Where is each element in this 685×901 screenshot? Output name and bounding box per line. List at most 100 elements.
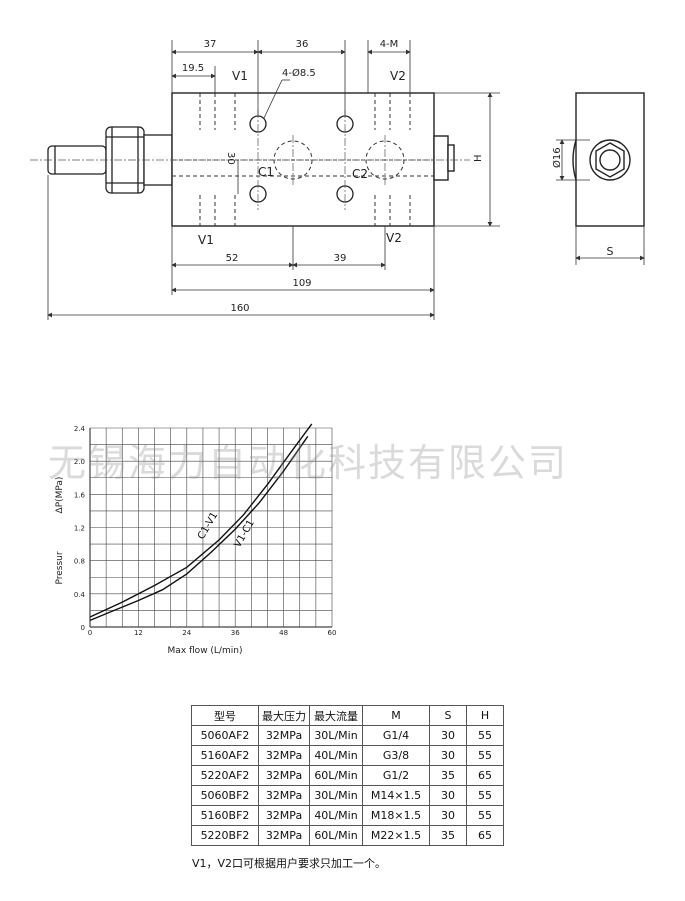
table-cell: 5160BF2 <box>191 805 259 826</box>
chart-grid <box>89 427 333 628</box>
table-cell: 35 <box>429 825 467 846</box>
x-axis-label: Max flow (L/min) <box>168 646 243 656</box>
table-cell: 30 <box>429 805 467 826</box>
x-tick-label: 12 <box>134 629 143 637</box>
col-flow: 最大流量 <box>309 705 363 726</box>
col-m: M <box>362 705 430 726</box>
y-tick-label: 2.4 <box>74 425 86 433</box>
table-cell: 55 <box>466 745 504 766</box>
dim-hole: 4-Ø8.5 <box>282 67 316 79</box>
table-cell: 32MPa <box>258 765 310 786</box>
table-cell: 5060BF2 <box>191 785 259 806</box>
table-cell: G1/4 <box>362 725 430 746</box>
y-tick-label: 1.2 <box>74 525 85 533</box>
y-axis-label-2: ΔP(MPa) <box>55 477 65 514</box>
table-cell: M22×1.5 <box>362 825 430 846</box>
table-cell: 5220AF2 <box>191 765 259 786</box>
table-cell: 32MPa <box>258 785 310 806</box>
table-cell: 32MPa <box>258 805 310 826</box>
chart-ticks: 0 12 24 36 48 60 0 0.4 0.8 1.2 1.6 2.0 2.4 <box>74 425 337 637</box>
col-pressure: 最大压力 <box>258 705 310 726</box>
y-tick-label: 0 <box>81 624 85 632</box>
side-view-dims <box>556 139 645 265</box>
dim-36: 36 <box>296 39 309 50</box>
x-tick-label: 48 <box>279 629 288 637</box>
table-cell: 5220BF2 <box>191 825 259 846</box>
dim-19-5: 19.5 <box>182 63 204 74</box>
table-cell: 32MPa <box>258 725 310 746</box>
table-cell: M18×1.5 <box>362 805 430 826</box>
centerlines <box>30 110 470 210</box>
table-cell: 32MPa <box>258 825 310 846</box>
table-header-row: 型号 最大压力 最大流量 M S H <box>191 705 504 726</box>
series-label-0: C1-V1 <box>196 510 220 541</box>
series-line-0 <box>89 423 313 618</box>
table-cell: 40L/Min <box>309 805 363 826</box>
table-cell: 55 <box>466 725 504 746</box>
table-cell: 60L/Min <box>309 825 363 846</box>
table-cell: 40L/Min <box>309 745 363 766</box>
table-cell: 65 <box>466 825 504 846</box>
dimension-labels: 37 36 4-M 19.5 4-Ø8.5 V1 V2 C1 C2 V1 V2 … <box>182 39 484 314</box>
dim-109: 109 <box>292 278 311 289</box>
x-tick-label: 36 <box>231 629 240 637</box>
dim-39: 39 <box>334 253 347 264</box>
dim-h: H <box>473 154 484 162</box>
table-cell: G1/2 <box>362 765 430 786</box>
table-cell: 35 <box>429 765 467 786</box>
table-cell: G3/8 <box>362 745 430 766</box>
dim-4m: 4-M <box>380 39 399 50</box>
table-cell: 30L/Min <box>309 785 363 806</box>
dim-30: 30 <box>225 152 236 165</box>
table-cell: 65 <box>466 765 504 786</box>
table-cell: M14×1.5 <box>362 785 430 806</box>
table-cell: 60L/Min <box>309 765 363 786</box>
x-tick-label: 0 <box>88 629 92 637</box>
dim-37: 37 <box>204 39 217 50</box>
port-v2-top: V2 <box>390 69 406 83</box>
y-tick-label: 2.0 <box>74 458 85 466</box>
x-tick-label: 60 <box>328 629 337 637</box>
y-tick-label: 0.4 <box>74 591 86 599</box>
col-h: H <box>466 705 504 726</box>
dim-52: 52 <box>226 253 239 264</box>
dim-dia16: Ø16 <box>551 147 563 168</box>
port-v2-bottom: V2 <box>386 231 402 245</box>
table-cell: 30 <box>429 725 467 746</box>
table-cell: 5060AF2 <box>191 725 259 746</box>
y-axis-label: Pressur <box>55 551 65 584</box>
dimension-lines <box>47 40 500 320</box>
table-cell: 55 <box>466 805 504 826</box>
col-model: 型号 <box>191 705 259 726</box>
series-line-1 <box>89 435 309 622</box>
table-cell: 30L/Min <box>309 725 363 746</box>
table-cell: 32MPa <box>258 745 310 766</box>
y-tick-label: 1.6 <box>74 491 86 499</box>
port-v1-bottom: V1 <box>198 233 214 247</box>
side-view <box>572 92 645 227</box>
y-tick-label: 0.8 <box>74 558 85 566</box>
col-s: S <box>429 705 467 726</box>
valve-drawing: 37 36 4-M 19.5 4-Ø8.5 V1 V2 C1 C2 V1 V2 … <box>30 39 645 320</box>
port-c2: C2 <box>352 167 368 181</box>
dim-160: 160 <box>230 303 249 314</box>
dim-s: S <box>607 245 614 258</box>
table-cell: 30 <box>429 785 467 806</box>
table-cell: 55 <box>466 785 504 806</box>
port-c1: C1 <box>258 165 274 179</box>
port-v1-top: V1 <box>232 69 248 83</box>
table-cell: 30 <box>429 745 467 766</box>
footnote: V1，V2口可根据用户要求只加工一个。 <box>192 857 387 870</box>
table-cell: 5160AF2 <box>191 745 259 766</box>
x-tick-label: 24 <box>182 629 191 637</box>
